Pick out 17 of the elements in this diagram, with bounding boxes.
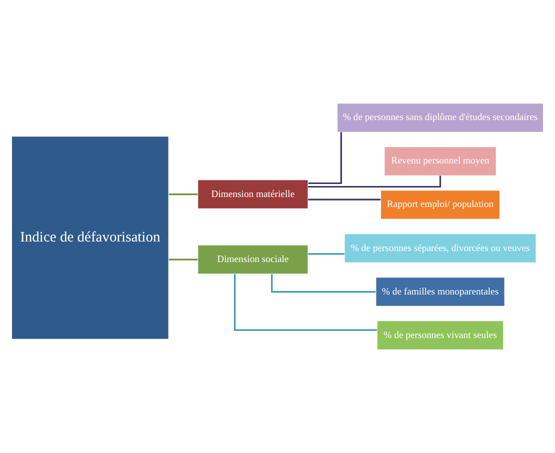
connector	[168, 193, 198, 196]
node-box: Indice de défavorisation	[11, 136, 170, 340]
node-box: Rapport emploi/ population	[380, 190, 500, 220]
node-box: Dimension sociale	[197, 244, 309, 274]
node-box: % de personnes séparées, divorcées ou veuves	[344, 233, 537, 264]
connector	[234, 274, 377, 331]
connector	[308, 132, 342, 184]
node-box: % de personnes vivant seules	[376, 320, 504, 350]
node-box: Revenu personnel moyen	[384, 146, 497, 176]
node-box: % de personnes sans diplôme d'études secondaires	[336, 102, 544, 133]
connector	[308, 253, 344, 255]
node-box: Dimension matérielle	[197, 179, 309, 210]
connector	[271, 274, 376, 293]
connector	[168, 258, 198, 260]
node-box: % de familles monoparentales	[375, 276, 506, 307]
connector	[308, 198, 381, 200]
connector	[308, 176, 442, 188]
